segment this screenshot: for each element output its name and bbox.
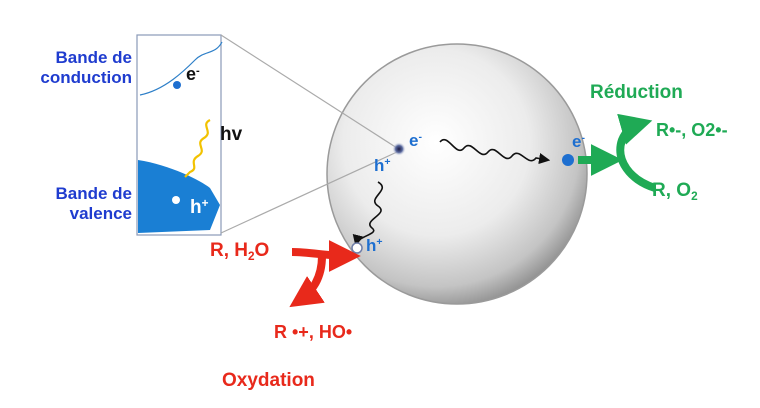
inset-hole-charge: + bbox=[201, 196, 209, 210]
reduction-product: R•-, O2•- bbox=[656, 120, 728, 140]
surface-electron-symbol: e bbox=[572, 132, 582, 151]
oxidation-arrow-in bbox=[291, 239, 361, 272]
zoom-line-top bbox=[220, 34, 398, 149]
exciton-spot bbox=[392, 142, 406, 156]
valence-band-label: Bande de valence bbox=[24, 184, 132, 223]
electron-migration-path bbox=[439, 138, 551, 165]
oxidation-product: R •+, HO• bbox=[274, 322, 353, 342]
inset-electron-symbol: e bbox=[186, 64, 197, 84]
center-hole-charge: + bbox=[384, 156, 391, 169]
inset-hole-dot bbox=[172, 196, 180, 204]
conduction-band-label: Bande de conduction bbox=[24, 48, 132, 87]
semiconductor-particle bbox=[326, 43, 588, 305]
center-hole-symbol: h bbox=[374, 156, 385, 175]
valence-band-label-line1: Bande de bbox=[55, 184, 132, 203]
oxidation-reactant-main: R, H bbox=[210, 240, 248, 261]
hole-migration-path bbox=[352, 181, 383, 247]
surface-hole-charge: + bbox=[376, 236, 383, 249]
conduction-band-label-line2: conduction bbox=[40, 67, 132, 87]
photon-label: hv bbox=[220, 124, 243, 145]
surface-electron-dot bbox=[562, 154, 574, 166]
reduction-title: Réduction bbox=[590, 82, 683, 103]
center-electron-label: e- bbox=[409, 131, 422, 151]
surface-electron-charge: - bbox=[581, 132, 585, 145]
inset-electron-label: e- bbox=[186, 64, 200, 85]
surface-hole-label: h+ bbox=[366, 236, 383, 256]
reduction-reactant-sub: 2 bbox=[691, 190, 698, 204]
surface-hole-symbol: h bbox=[366, 236, 377, 255]
conduction-band-edge bbox=[139, 41, 223, 96]
inset-electron-charge: - bbox=[196, 64, 200, 77]
oxidation-reactant-sub: 2 bbox=[248, 250, 255, 264]
inset-hole-symbol: h bbox=[190, 197, 202, 218]
valence-band-label-line2: valence bbox=[69, 203, 132, 223]
photon-wave bbox=[184, 119, 211, 178]
center-electron-charge: - bbox=[418, 131, 422, 144]
oxidation-arrow-out bbox=[289, 255, 326, 308]
oxidation-reactant-tail: O bbox=[254, 240, 270, 261]
valence-band-region bbox=[138, 160, 220, 233]
reduction-arrow-curve bbox=[616, 113, 657, 192]
conduction-band-label-line1: Bande de bbox=[55, 48, 132, 67]
reduction-reactant: R, O2 bbox=[652, 180, 698, 204]
surface-electron-label: e- bbox=[572, 132, 585, 152]
surface-hole-dot bbox=[351, 242, 363, 254]
zoom-line-bottom bbox=[220, 151, 398, 234]
center-electron-symbol: e bbox=[409, 131, 419, 150]
center-hole-label: h+ bbox=[374, 156, 391, 176]
reduction-reactant-main: R, O bbox=[652, 180, 692, 201]
inset-electron-dot bbox=[173, 81, 181, 89]
oxidation-title: Oxydation bbox=[222, 370, 315, 391]
inset-hole-label: h+ bbox=[190, 197, 208, 219]
oxidation-reactant: R, H2O bbox=[210, 240, 270, 264]
